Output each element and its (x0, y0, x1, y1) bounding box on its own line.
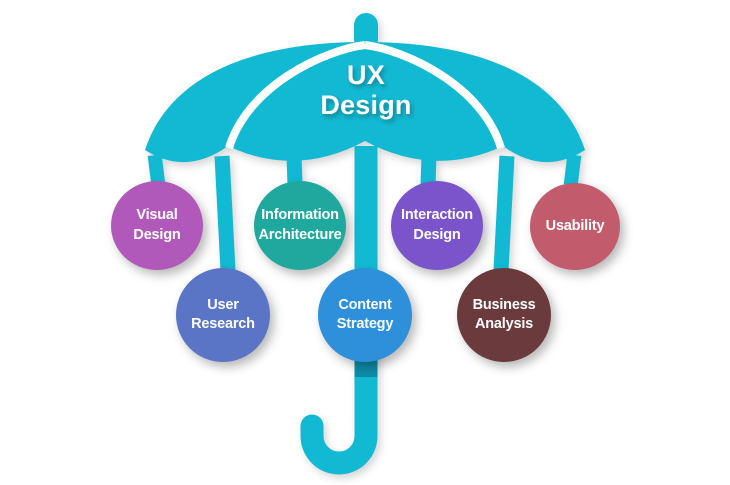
bubble-user-research: User Research (176, 268, 270, 362)
bubble-label: Usability (545, 217, 605, 234)
umbrella-finial (354, 13, 378, 51)
bubble-interaction-design: Interaction Design (391, 181, 483, 270)
bubble-label: Visual Design (133, 207, 181, 243)
bubble-information-architecture: Information Architecture (254, 181, 346, 270)
strap-user-research (214, 155, 236, 271)
bubble-visual-design: Visual Design (111, 181, 203, 270)
umbrella-rib-right (364, 41, 505, 150)
strap-interaction-design (420, 154, 437, 186)
bubble-label: Interaction Design (401, 207, 473, 243)
bubble-label: Information Architecture (258, 207, 342, 243)
bubble-usability: Usability (530, 183, 620, 270)
title-line-2: Design (320, 90, 412, 121)
umbrella-rib-left (225, 41, 366, 150)
bubble-content-strategy: Content Strategy (318, 268, 412, 362)
bubble-label: Content Strategy (336, 296, 394, 332)
ux-design-title: UX Design (266, 60, 466, 120)
bubble-business-analysis: Business Analysis (457, 268, 551, 362)
umbrella-canopy (145, 42, 585, 163)
strap-usability (563, 154, 582, 186)
title-line-1: UX (347, 60, 385, 90)
strap-information-architecture (286, 154, 303, 186)
strap-business-analysis (493, 155, 515, 271)
umbrella-pole-ferrule (354, 357, 378, 377)
strap-visual-design (147, 154, 166, 186)
umbrella-handle-tip (300, 414, 324, 438)
bubble-label: Business Analysis (472, 296, 536, 332)
bubble-label: User Research (191, 296, 255, 332)
umbrella-pole (300, 146, 378, 475)
